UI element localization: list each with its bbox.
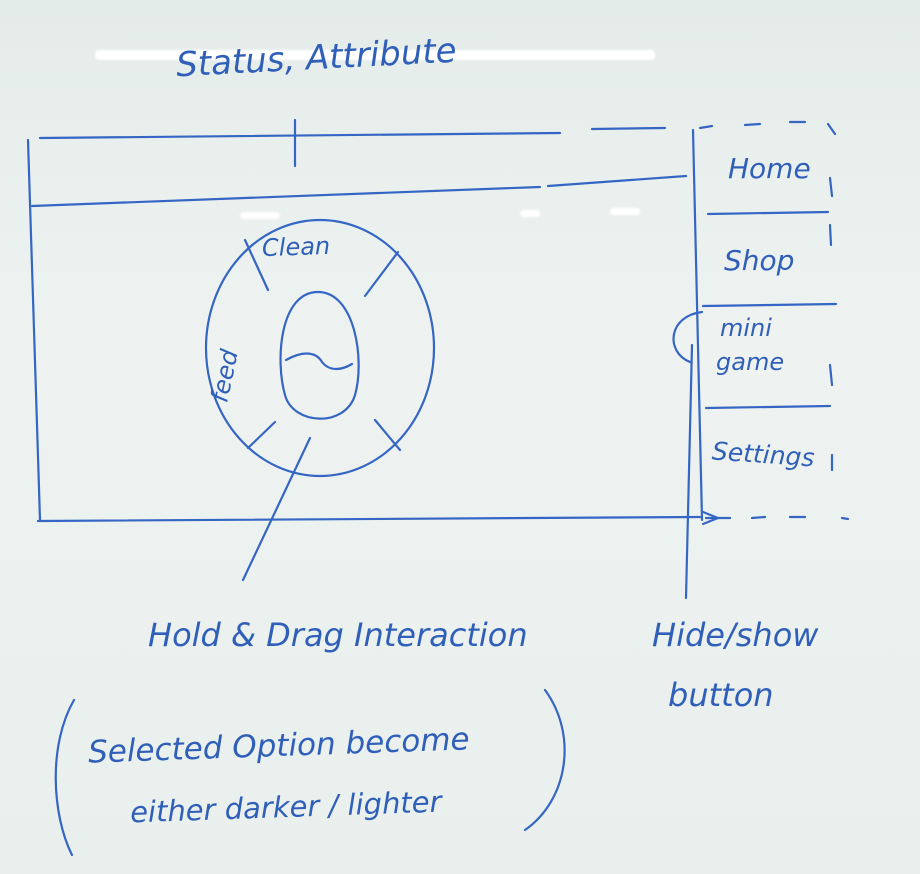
toggle-annotation-line2: button: [668, 676, 774, 714]
wheel-divider: [373, 418, 402, 452]
status-bar-top-line: [38, 126, 667, 140]
toggle-pointer-line: [684, 343, 694, 600]
note-left-paren: [54, 698, 76, 857]
side-menu-divider: [701, 302, 838, 308]
light-reflection: [240, 212, 280, 219]
menu-item-home[interactable]: Home: [728, 152, 811, 185]
radial-menu-outer-ring: [204, 218, 436, 478]
egg-crack-icon: [284, 352, 354, 371]
note-right-paren: [523, 688, 566, 832]
side-menu-left-edge: [691, 128, 704, 522]
toggle-button-tab: [672, 310, 704, 364]
wheel-divider: [243, 238, 270, 292]
side-menu-top-dashed: [698, 120, 837, 136]
clean-option[interactable]: Clean: [261, 231, 331, 263]
toggle-annotation-line1: Hide/show: [652, 616, 819, 654]
wheel-divider: [246, 420, 277, 450]
light-reflection: [610, 208, 640, 215]
status-bar-bottom-line: [30, 174, 688, 208]
interaction-annotation: Hold & Drag Interaction: [148, 616, 528, 654]
menu-item-minigame-line1[interactable]: mini: [720, 314, 772, 342]
screen-left-edge: [26, 138, 42, 522]
side-menu-divider: [704, 404, 832, 410]
menu-item-shop[interactable]: Shop: [724, 244, 795, 277]
side-menu-divider: [706, 210, 830, 216]
drag-pointer-line: [241, 436, 312, 582]
side-menu-bottom-dashed: [704, 515, 850, 521]
collapse-arrow-icon: [701, 510, 720, 526]
wheel-divider: [363, 250, 400, 298]
light-reflection: [520, 210, 540, 217]
side-menu-right-dashed: [828, 176, 834, 472]
screen-bottom-edge: [36, 515, 702, 523]
egg-icon: [279, 290, 360, 420]
menu-item-minigame-line2[interactable]: game: [716, 348, 785, 376]
light-reflection: [95, 50, 655, 60]
